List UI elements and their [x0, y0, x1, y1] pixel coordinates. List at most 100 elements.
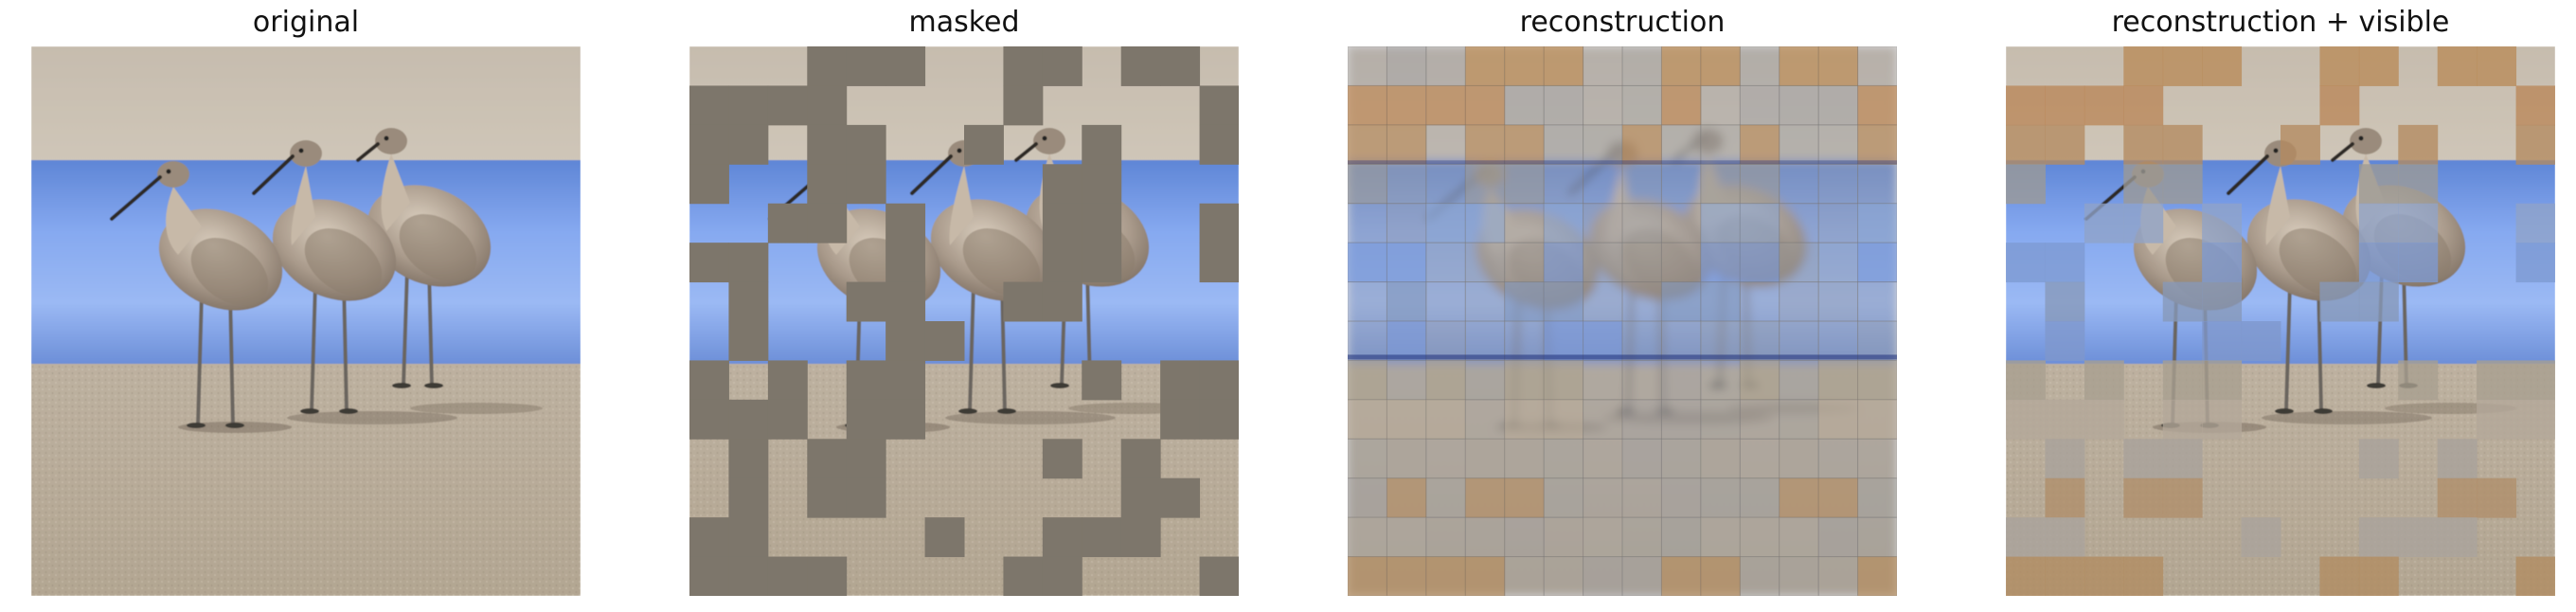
mask-patch	[689, 556, 729, 596]
recon-patch	[1779, 164, 1819, 205]
mask-patch	[1199, 124, 1239, 165]
recon-patch	[1583, 124, 1623, 165]
recon-patch	[2319, 85, 2360, 126]
panel-reconstruction: reconstruction	[1348, 0, 1897, 612]
mask-patch	[728, 85, 769, 126]
recon-patch	[2162, 281, 2203, 322]
recon-patch	[2398, 360, 2439, 401]
recon-patch	[2045, 399, 2085, 440]
recon-patch	[2084, 399, 2124, 440]
recon-patch	[2398, 243, 2439, 283]
recon-patch	[1622, 124, 1662, 165]
recon-patch	[1386, 517, 1427, 558]
mask-patch	[1042, 556, 1082, 596]
recon-patch	[1700, 46, 1741, 86]
mask-patch	[728, 243, 769, 283]
mask-patch	[1160, 46, 1201, 86]
recon-patch	[1740, 439, 1780, 479]
recon-patch	[1425, 243, 1466, 283]
recon-patch	[1544, 164, 1584, 205]
mask-patch	[1120, 477, 1161, 518]
mask-patch	[728, 517, 769, 558]
mask-patch	[1199, 85, 1239, 126]
recon-patch	[2123, 556, 2164, 596]
recon-patch	[1348, 281, 1387, 322]
recon-patch	[1779, 399, 1819, 440]
mask-patch	[689, 243, 729, 283]
recon-patch	[1583, 46, 1623, 86]
recon-patch	[1857, 203, 1897, 243]
mask-patch	[807, 164, 848, 205]
recon-patch	[2045, 477, 2085, 518]
recon-patch	[2358, 243, 2399, 283]
recon-patch	[2123, 203, 2164, 243]
recon-patch	[1504, 321, 1545, 361]
recon-patch	[2358, 517, 2399, 558]
recon-patch	[2477, 46, 2517, 86]
recon-patch	[1661, 399, 1702, 440]
recon-patch	[1779, 517, 1819, 558]
recon-patch	[2123, 124, 2164, 165]
mask-patch	[1199, 399, 1239, 440]
recon-patch	[1465, 281, 1506, 322]
recon-patch	[1857, 360, 1897, 401]
recon-patch	[1386, 556, 1427, 596]
recon-patch	[1661, 46, 1702, 86]
panel-title-masked: masked	[908, 6, 1020, 39]
recon-patch	[1818, 164, 1859, 205]
recon-patch	[1700, 517, 1741, 558]
recon-patch	[1504, 46, 1545, 86]
mask-patch	[1160, 477, 1201, 518]
recon-patch	[1700, 164, 1741, 205]
recon-patch	[1857, 399, 1897, 440]
recon-patch	[1622, 360, 1662, 401]
recon-patch	[1622, 203, 1662, 243]
recon-patch	[1661, 85, 1702, 126]
recon-patch	[2006, 517, 2046, 558]
recon-patch	[2162, 477, 2203, 518]
mask-patch	[846, 360, 886, 401]
reconstruction-image	[1348, 46, 1897, 596]
recon-patch	[1504, 439, 1545, 479]
recon-patch	[1583, 85, 1623, 126]
recon-patch	[1661, 556, 1702, 596]
recon-patch	[1622, 556, 1662, 596]
mask-patch	[689, 399, 729, 440]
mask-patch	[689, 360, 729, 401]
recon-patch	[1465, 243, 1506, 283]
recon-patch	[2162, 46, 2203, 86]
recon-patch	[2162, 124, 2203, 165]
recon-patch	[1465, 46, 1506, 86]
recon-patch	[1700, 360, 1741, 401]
recon-patch	[2084, 85, 2124, 126]
recon-patch	[1348, 399, 1387, 440]
recon-patch	[2319, 281, 2360, 322]
recon-patch	[2123, 164, 2164, 205]
recon-patch	[1583, 477, 1623, 518]
recon-patch	[1386, 399, 1427, 440]
recon-patch	[1857, 124, 1897, 165]
recon-patch	[2045, 439, 2085, 479]
recon-patch	[1386, 203, 1427, 243]
mask-patch	[807, 477, 848, 518]
recon-patch	[2358, 164, 2399, 205]
recon-patch	[1504, 243, 1545, 283]
mask-patch	[728, 124, 769, 165]
mask-patch	[1042, 281, 1082, 322]
recon-patch	[1700, 477, 1741, 518]
recon-patch	[1348, 556, 1387, 596]
recon-patch	[1661, 321, 1702, 361]
recon-patch	[1622, 243, 1662, 283]
recon-patch	[1818, 46, 1859, 86]
recon-patch	[1386, 321, 1427, 361]
recon-patch	[1504, 124, 1545, 165]
recon-patch	[1386, 439, 1427, 479]
recon-patch	[2006, 85, 2046, 126]
mask-patch	[807, 85, 848, 126]
recon-patch	[1818, 85, 1859, 126]
recon-patch	[2123, 85, 2164, 126]
recon-patch	[2202, 399, 2243, 440]
panel-reconstruction-visible: reconstruction + visible	[2006, 0, 2555, 612]
recon-patch	[1544, 124, 1584, 165]
recon-patch	[2084, 360, 2124, 401]
